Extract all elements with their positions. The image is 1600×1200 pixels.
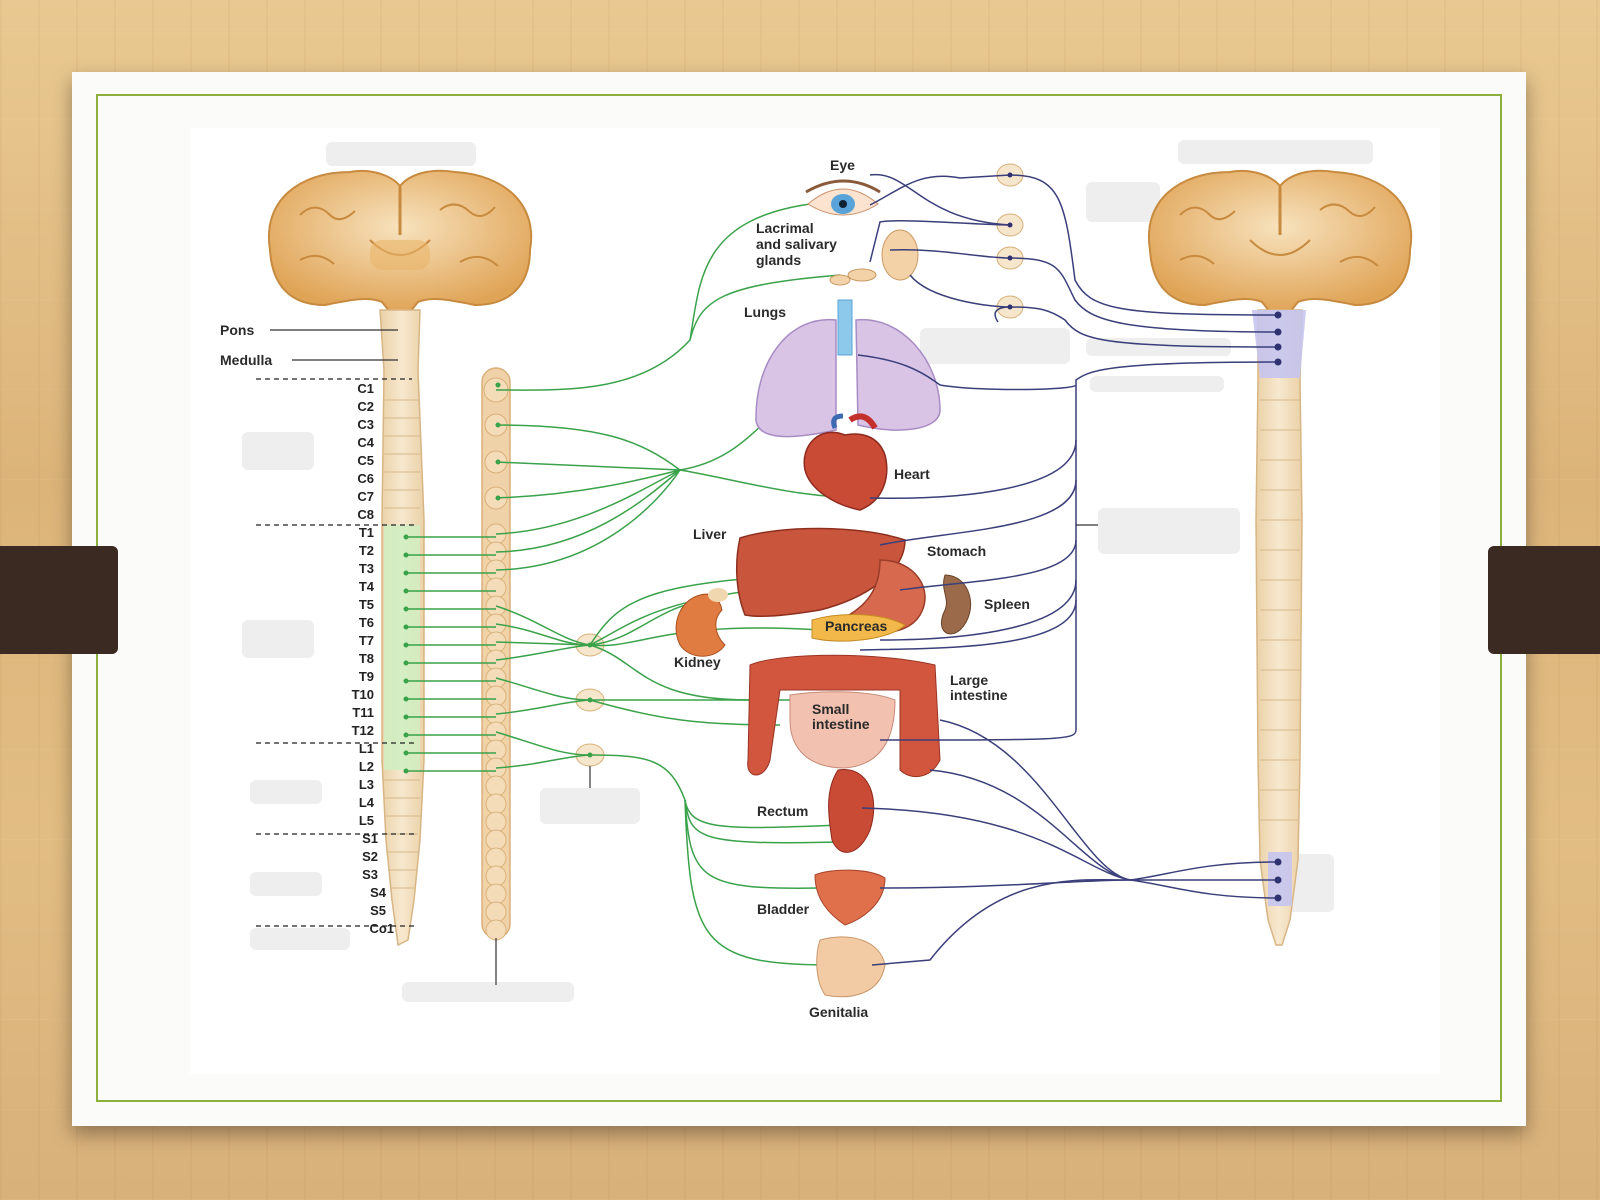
label-medulla: Medulla <box>220 352 272 368</box>
genitalia-illustration <box>816 936 886 998</box>
segment-label: L2 <box>359 759 374 774</box>
eye-illustration <box>805 179 881 216</box>
label-pons: Pons <box>220 322 254 338</box>
segment-label: Co1 <box>369 921 394 936</box>
segment-label: C1 <box>357 381 374 396</box>
segment-label: C3 <box>357 417 374 432</box>
heart-illustration <box>803 413 888 511</box>
segment-label: S2 <box>362 849 378 864</box>
left-spinal-cord <box>379 309 425 947</box>
binder-clip-left <box>0 546 118 654</box>
small-intestine-illustration <box>789 691 896 769</box>
segment-label: L3 <box>359 777 374 792</box>
segment-label: T9 <box>359 669 374 684</box>
segment-label: L1 <box>359 741 374 756</box>
rectum-illustration <box>828 769 875 853</box>
label-pancreas: Pancreas <box>825 618 887 634</box>
right-spinal-cord <box>1252 309 1306 946</box>
label-large-intestine: intestine <box>950 687 1008 703</box>
segment-label: C6 <box>357 471 374 486</box>
label-heart: Heart <box>894 466 930 482</box>
segment-label: C8 <box>357 507 374 522</box>
segment-label: T6 <box>359 615 374 630</box>
kidney-illustration <box>675 588 728 657</box>
segment-label: T12 <box>352 723 374 738</box>
redacted-label-boxes <box>242 140 1373 1002</box>
left-brain-section <box>267 169 533 313</box>
lungs-illustration <box>755 299 941 438</box>
segment-label: C2 <box>357 399 374 414</box>
pancreas-illustration <box>811 614 906 642</box>
segment-label: T11 <box>352 705 374 720</box>
binder-clip-right <box>1488 546 1600 654</box>
organ-labels: Eye Lacrimal and salivary glands Lungs H… <box>674 157 1030 1020</box>
label-small: Small <box>812 701 849 717</box>
parasympathetic-nuclei <box>1007 172 1282 902</box>
glands-illustration <box>829 229 919 286</box>
sympathetic-synapses <box>403 382 593 774</box>
region-dividers <box>256 378 414 927</box>
spleen-illustration <box>940 574 972 635</box>
segment-label: T8 <box>359 651 374 666</box>
segment-label: T7 <box>359 633 374 648</box>
liver-illustration <box>735 527 906 617</box>
label-and-salivary: and salivary <box>756 236 837 252</box>
label-spleen: Spleen <box>984 596 1030 612</box>
segment-label: S4 <box>370 885 387 900</box>
spinal-segment-labels: C1 C2 C3 C4 C5 C6 C7 C8 T1 T2 T3 T4 T5 T… <box>352 381 394 936</box>
segment-label: T3 <box>359 561 374 576</box>
segment-label: S5 <box>370 903 386 918</box>
segment-label: T2 <box>359 543 374 558</box>
label-glands: glands <box>756 252 801 268</box>
label-bladder: Bladder <box>757 901 810 917</box>
segment-label: L4 <box>359 795 375 810</box>
segment-label: L5 <box>359 813 374 828</box>
label-lacrimal: Lacrimal <box>756 220 814 236</box>
segment-label: T1 <box>359 525 374 540</box>
label-lungs: Lungs <box>744 304 786 320</box>
label-liver: Liver <box>693 526 727 542</box>
large-intestine-illustration <box>747 654 941 778</box>
label-small-intestine: intestine <box>812 716 870 732</box>
segment-label: T10 <box>352 687 374 702</box>
bladder-illustration <box>814 869 886 926</box>
parasympathetic-fibers <box>857 173 1279 966</box>
label-large: Large <box>950 672 988 688</box>
label-rectum: Rectum <box>757 803 808 819</box>
label-genitalia: Genitalia <box>809 1004 868 1020</box>
segment-label: C4 <box>357 435 374 450</box>
label-stomach: Stomach <box>927 543 986 559</box>
segment-label: T5 <box>359 597 374 612</box>
segment-label: C7 <box>357 489 374 504</box>
segment-label: S3 <box>362 867 378 882</box>
segment-label: T4 <box>359 579 375 594</box>
label-kidney: Kidney <box>674 654 721 670</box>
right-brain-section <box>1147 169 1413 313</box>
segment-label: S1 <box>362 831 378 846</box>
segment-label: C5 <box>357 453 374 468</box>
label-eye: Eye <box>830 157 855 173</box>
sympathetic-trunk <box>481 367 511 985</box>
